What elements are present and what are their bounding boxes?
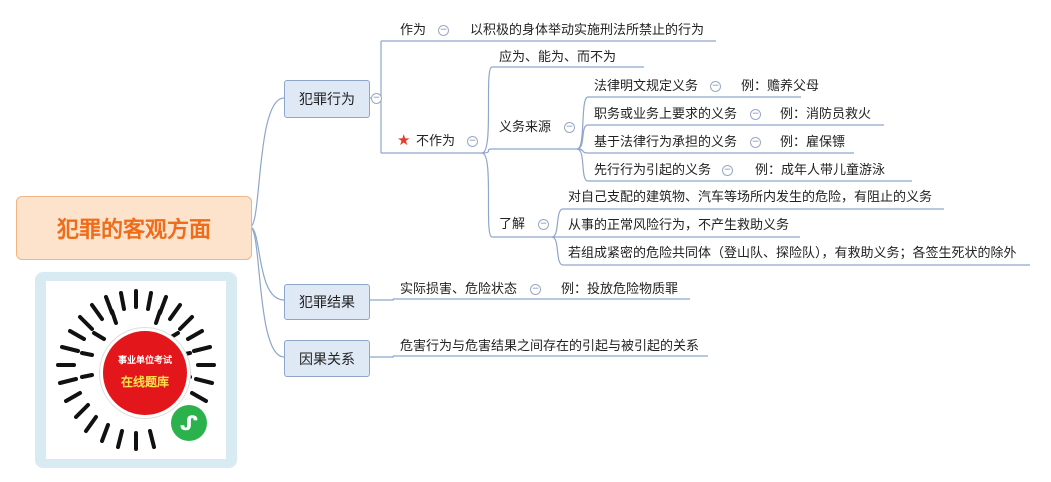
node-result-item[interactable]: 实际损害、危险状态	[400, 282, 518, 297]
qr-line2: 在线题库	[120, 375, 169, 389]
collapse-toggle-icon[interactable]: −	[710, 81, 721, 92]
collapse-toggle-icon[interactable]: −	[750, 137, 761, 148]
node-duty-1[interactable]: 法律明文规定义务	[594, 79, 699, 94]
qr-pattern-icon	[56, 289, 216, 451]
root-node[interactable]: 犯罪的客观方面	[16, 196, 252, 260]
node-duty-3[interactable]: 基于法律行为承担的义务	[594, 135, 738, 150]
collapse-toggle-icon[interactable]: −	[467, 136, 478, 147]
node-duty-1-example[interactable]: 例：赡养父母	[741, 79, 820, 94]
node-result-example[interactable]: 例：投放危险物质罪	[561, 282, 679, 297]
node-duty-4[interactable]: 先行行为引起的义务	[594, 163, 712, 178]
collapse-toggle-icon[interactable]: −	[438, 25, 449, 36]
collapse-toggle-icon[interactable]: −	[371, 93, 382, 104]
node-causation-desc[interactable]: 危害行为与危害结果之间存在的引起与被引起的关系	[400, 339, 700, 354]
qr-line1: 事业单位考试	[117, 356, 172, 366]
node-omission-condition[interactable]: 应为、能为、而不为	[499, 50, 617, 65]
node-omission[interactable]: 不作为	[416, 134, 456, 149]
node-duty-2-example[interactable]: 例：消防员救火	[780, 107, 872, 122]
node-criminal-behavior[interactable]: 犯罪行为	[284, 80, 370, 118]
node-duty-2[interactable]: 职务或业务上要求的义务	[594, 107, 738, 122]
node-understand-3[interactable]: 若组成紧密的危险共同体（登山队、探险队），有救助义务；各签生死状的除外	[568, 246, 1017, 261]
collapse-toggle-icon[interactable]: −	[530, 284, 541, 295]
collapse-toggle-icon[interactable]: −	[722, 165, 733, 176]
node-act[interactable]: 作为	[400, 23, 427, 38]
collapse-toggle-icon[interactable]: −	[538, 219, 549, 230]
node-duty-4-example[interactable]: 例：成年人带儿童游泳	[755, 163, 886, 178]
node-understand-2[interactable]: 从事的正常风险行为，不产生救助义务	[568, 218, 790, 233]
node-understand-1[interactable]: 对自己支配的建筑物、汽车等场所内发生的危险，有阻止的义务	[568, 190, 933, 205]
node-duty-source[interactable]: 义务来源	[499, 120, 552, 135]
node-act-desc[interactable]: 以积极的身体举动实施刑法所禁止的行为	[470, 23, 705, 38]
qr-center-badge: 事业单位考试 在线题库	[100, 328, 190, 418]
collapse-toggle-icon[interactable]: −	[564, 122, 575, 133]
node-understand[interactable]: 了解	[499, 217, 526, 232]
mini-program-icon: ᔑ	[171, 405, 207, 441]
collapse-toggle-icon[interactable]: −	[750, 109, 761, 120]
node-causation[interactable]: 因果关系	[284, 340, 370, 377]
star-icon: ★	[397, 131, 411, 149]
node-criminal-result[interactable]: 犯罪结果	[284, 284, 370, 320]
node-duty-3-example[interactable]: 例：雇保镖	[780, 135, 846, 150]
